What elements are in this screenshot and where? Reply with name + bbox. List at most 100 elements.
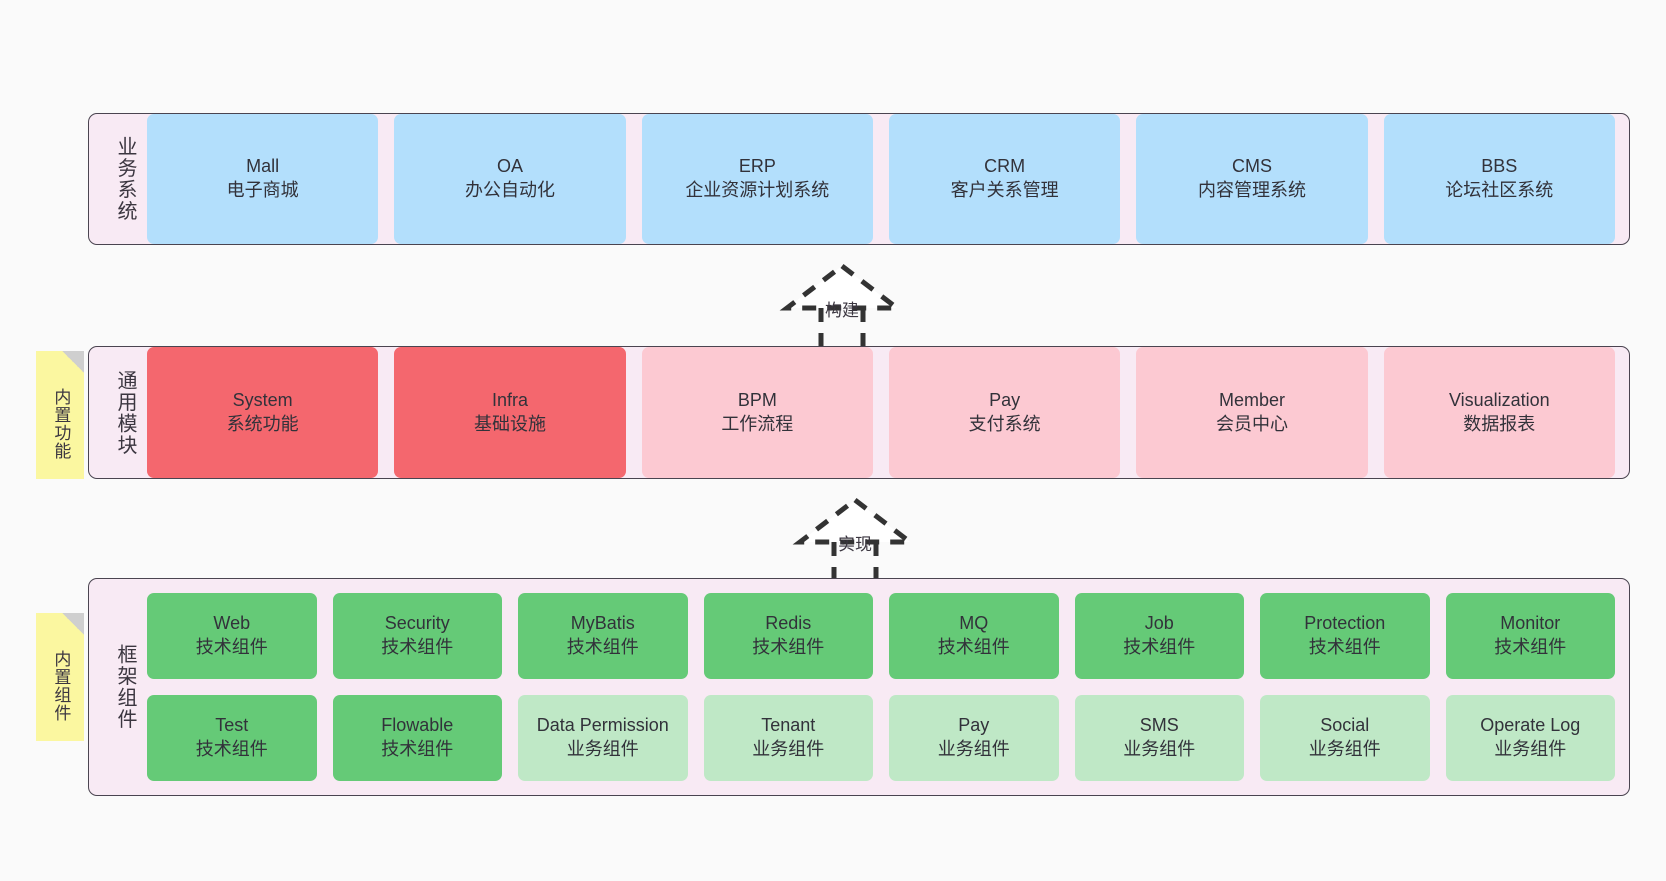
card-title-cn: 业务组件 (937, 739, 1010, 759)
card-title-cn: 技术组件 (1308, 637, 1381, 657)
card-title-en: System (232, 389, 293, 410)
card-title-cn: 技术组件 (381, 637, 454, 657)
card-title-cn: 业务组件 (566, 739, 639, 759)
card-title-en: Redis (765, 613, 812, 634)
card-row: Web 技术组件 Security 技术组件 MyBatis 技术组件 Redi… (147, 593, 1615, 679)
card-web[interactable]: Web 技术组件 (147, 593, 317, 679)
card-title-cn: 系统功能 (226, 413, 299, 434)
card-cms[interactable]: CMS 内容管理系统 (1136, 114, 1368, 244)
card-title-en: Tenant (761, 715, 816, 736)
card-title-en: Member (1218, 389, 1285, 410)
sticky-note-builtin-features: 内置功能 (36, 351, 84, 479)
section-framework-components: 框架组件 Web 技术组件 Security 技术组件 MyBatis 技术组件… (88, 578, 1630, 796)
card-redis[interactable]: Redis 技术组件 (703, 593, 873, 679)
card-monitor[interactable]: Monitor 技术组件 (1445, 593, 1615, 679)
card-title-cn: 技术组件 (937, 637, 1010, 657)
card-title-en: OA (496, 156, 523, 177)
card-operate-log[interactable]: Operate Log 业务组件 (1445, 695, 1615, 781)
card-flowable[interactable]: Flowable 技术组件 (332, 695, 502, 781)
card-job[interactable]: Job 技术组件 (1074, 593, 1244, 679)
card-test[interactable]: Test 技术组件 (147, 695, 317, 781)
connector-build: 构建 (757, 258, 927, 358)
card-title-en: Data Permission (536, 715, 669, 736)
connector-implement: 实现 (770, 492, 940, 592)
card-title-cn: 业务组件 (1308, 739, 1381, 759)
card-title-cn: 支付系统 (968, 413, 1041, 434)
section-title-business-systems: 业务系统 (114, 136, 136, 222)
card-title-en: Social (1320, 715, 1370, 736)
card-title-en: ERP (738, 156, 776, 177)
card-title-en: Security (384, 613, 450, 634)
card-title-cn: 内容管理系统 (1197, 180, 1306, 200)
card-infra[interactable]: Infra 基础设施 (394, 347, 626, 478)
connector-label-build: 构建 (825, 301, 859, 320)
card-title-en: Flowable (381, 715, 454, 736)
section-title-framework-components: 框架组件 (114, 644, 136, 730)
card-title-en: Test (215, 715, 249, 736)
section-body-business-systems: Mall 电子商城 OA 办公自动化 ERP 企业资源计划系统 CRM 客户关系… (143, 114, 1629, 244)
card-title-cn: 技术组件 (566, 637, 639, 657)
card-security[interactable]: Security 技术组件 (332, 593, 502, 679)
card-row: Test 技术组件 Flowable 技术组件 Data Permission … (147, 695, 1615, 781)
card-title-cn: 技术组件 (381, 739, 454, 759)
card-title-en: CRM (984, 156, 1026, 177)
note-fold-corner-icon (62, 613, 84, 635)
card-title-cn: 技术组件 (195, 739, 268, 759)
card-title-cn: 数据报表 (1463, 413, 1536, 434)
card-title-en: Operate Log (1480, 715, 1581, 736)
card-title-cn: 工作流程 (721, 413, 794, 434)
card-protection[interactable]: Protection 技术组件 (1260, 593, 1430, 679)
card-title-en: MQ (959, 613, 989, 634)
card-title-en: Infra (491, 389, 528, 410)
card-title-cn: 技术组件 (195, 637, 268, 657)
card-title-cn: 业务组件 (1123, 739, 1196, 759)
card-tenant[interactable]: Tenant 业务组件 (703, 695, 873, 781)
card-title-cn: 技术组件 (1123, 637, 1196, 657)
section-body-common-modules: System 系统功能 Infra 基础设施 BPM 工作流程 Pay 支付系统… (143, 347, 1629, 478)
card-title-en: Web (213, 613, 251, 634)
section-common-modules: 通用模块 System 系统功能 Infra 基础设施 BPM 工作流程 Pay… (88, 346, 1630, 479)
section-title-common-modules: 通用模块 (114, 369, 136, 456)
card-erp[interactable]: ERP 企业资源计划系统 (641, 114, 873, 244)
card-member[interactable]: Member 会员中心 (1136, 347, 1368, 478)
card-title-cn: 办公自动化 (464, 180, 555, 200)
card-system[interactable]: System 系统功能 (147, 347, 379, 478)
card-title-en: Visualization (1448, 389, 1550, 410)
card-mybatis[interactable]: MyBatis 技术组件 (518, 593, 688, 679)
section-business-systems: 业务系统 Mall 电子商城 OA 办公自动化 ERP 企业资源计划系统 CRM… (88, 113, 1630, 245)
card-bbs[interactable]: BBS 论坛社区系统 (1383, 114, 1615, 244)
card-title-cn: 企业资源计划系统 (685, 180, 830, 200)
card-mq[interactable]: MQ 技术组件 (889, 593, 1059, 679)
card-title-en: SMS (1139, 715, 1179, 736)
card-title-en: Pay (958, 715, 990, 736)
card-sms[interactable]: SMS 业务组件 (1074, 695, 1244, 781)
card-title-cn: 技术组件 (752, 637, 825, 657)
card-title-cn: 业务组件 (752, 739, 825, 759)
card-title-cn: 业务组件 (1494, 739, 1567, 759)
card-row: System 系统功能 Infra 基础设施 BPM 工作流程 Pay 支付系统… (147, 347, 1615, 478)
section-body-framework-components: Web 技术组件 Security 技术组件 MyBatis 技术组件 Redi… (143, 579, 1629, 795)
card-title-en: Monitor (1500, 613, 1561, 634)
card-title-cn: 论坛社区系统 (1445, 180, 1554, 200)
card-title-en: Pay (989, 389, 1021, 410)
card-pay-module[interactable]: Pay 支付系统 (888, 347, 1121, 478)
card-title-cn: 技术组件 (1494, 637, 1567, 657)
card-title-en: BPM (737, 389, 777, 410)
connector-label-implement: 实现 (838, 535, 872, 554)
sticky-note-label: 内置组件 (51, 650, 71, 722)
sticky-note-label: 内置功能 (51, 388, 71, 460)
card-data-permission[interactable]: Data Permission 业务组件 (518, 695, 688, 781)
sticky-note-builtin-components: 内置组件 (36, 613, 84, 741)
card-social[interactable]: Social 业务组件 (1260, 695, 1430, 781)
card-visualization[interactable]: Visualization 数据报表 (1383, 347, 1615, 478)
card-oa[interactable]: OA 办公自动化 (394, 114, 626, 244)
card-title-cn: 电子商城 (226, 180, 299, 200)
card-bpm[interactable]: BPM 工作流程 (641, 347, 873, 478)
card-crm[interactable]: CRM 客户关系管理 (888, 114, 1121, 244)
card-pay-component[interactable]: Pay 业务组件 (889, 695, 1059, 781)
card-title-en: Job (1144, 613, 1174, 634)
card-mall[interactable]: Mall 电子商城 (147, 114, 379, 244)
card-title-en: Mall (246, 156, 280, 177)
card-title-cn: 客户关系管理 (950, 180, 1059, 200)
